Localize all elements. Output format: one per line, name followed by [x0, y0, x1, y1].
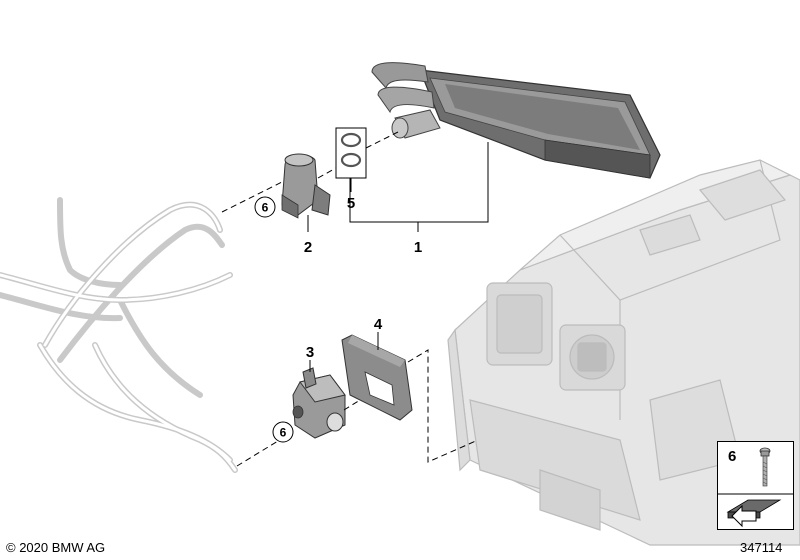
legend-label: 6: [728, 448, 737, 465]
screw-icon: [718, 447, 793, 528]
diagram-id: 347114: [740, 540, 783, 555]
callout-4[interactable]: 4: [374, 316, 383, 333]
refrigerant-lines-ghost: [0, 197, 238, 473]
expansion-valve-upper[interactable]: [281, 153, 331, 219]
callout-1[interactable]: 1: [414, 239, 422, 256]
callout-6-lower-circle: [272, 421, 294, 443]
callout-6-upper-circle: [254, 196, 276, 218]
callout-5[interactable]: 5: [347, 195, 355, 212]
refrigerant-lines-ghost-inner: [0, 203, 237, 472]
copyright-text: © 2020 BMW AG: [6, 540, 106, 555]
seal-rings[interactable]: [335, 127, 367, 179]
leader-lines: [307, 142, 489, 372]
callout-2[interactable]: 2: [304, 239, 312, 256]
callout-6-lower[interactable]: 6: [280, 426, 287, 440]
assembly-dash-lines: [221, 131, 479, 467]
gasket-plate[interactable]: [341, 334, 413, 421]
callout-3[interactable]: 3: [306, 344, 314, 361]
legend-box-part-6[interactable]: 6: [717, 441, 794, 530]
evaporator-core[interactable]: [371, 62, 661, 179]
expansion-valve-lower[interactable]: [292, 367, 346, 439]
callout-6-upper[interactable]: 6: [262, 201, 269, 215]
battery-unit-ghost: [447, 159, 800, 546]
